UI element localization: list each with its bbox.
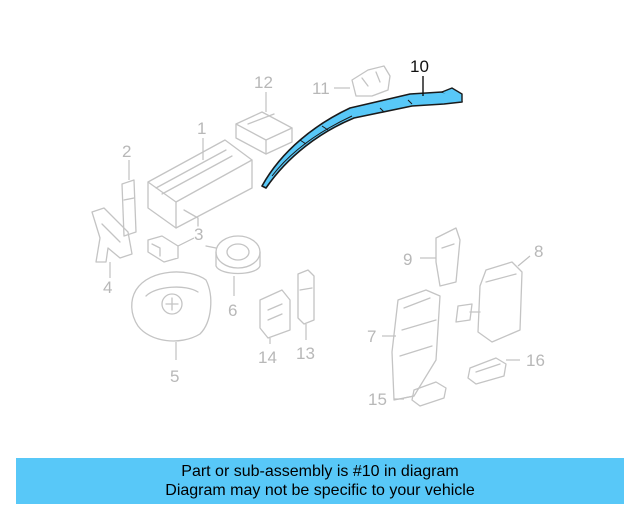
callout-12[interactable]: 12 <box>254 73 273 92</box>
part-14-bracket[interactable] <box>259 289 291 344</box>
callout-8[interactable]: 8 <box>534 242 543 261</box>
callout-1[interactable]: 1 <box>197 119 206 138</box>
callout-10[interactable]: 10 <box>410 57 429 76</box>
callout-16[interactable]: 16 <box>526 351 545 370</box>
callout-6[interactable]: 6 <box>228 301 237 320</box>
callout-3[interactable]: 3 <box>194 225 203 244</box>
callout-13[interactable]: 13 <box>296 344 315 363</box>
callout-11[interactable]: 11 <box>312 79 330 98</box>
part-13-sensor[interactable] <box>297 269 315 340</box>
part-1-airbag-module[interactable] <box>147 138 253 229</box>
callout-15[interactable]: 15 <box>368 390 387 409</box>
part-8-seat-airbag[interactable] <box>455 255 531 343</box>
part-10-curtain-airbag[interactable] <box>261 76 463 189</box>
parts-diagram: 1 2 3 4 5 6 7 8 9 10 11 12 13 14 15 16 <box>91 57 545 409</box>
callout-9[interactable]: 9 <box>403 250 412 269</box>
part-7-side-airbag[interactable] <box>382 289 441 401</box>
banner-line-part: Part or sub-assembly is #10 in diagram <box>181 463 459 480</box>
part-16-sensor[interactable] <box>467 357 520 385</box>
part-6-clock-spring[interactable] <box>205 235 261 296</box>
part-3-sensor[interactable] <box>147 235 195 263</box>
part-15-sensor[interactable] <box>394 381 447 407</box>
callout-14[interactable]: 14 <box>258 348 277 367</box>
part-5-steering-airbag[interactable] <box>131 271 212 360</box>
part-11-clip[interactable] <box>334 65 391 97</box>
callout-2[interactable]: 2 <box>122 142 131 161</box>
part-12-control-module[interactable] <box>235 92 293 155</box>
part-4-bracket[interactable] <box>91 207 133 278</box>
callout-7[interactable]: 7 <box>367 327 376 346</box>
callout-5[interactable]: 5 <box>170 367 179 386</box>
banner-line-disclaimer: Diagram may not be specific to your vehi… <box>165 482 475 499</box>
callout-4[interactable]: 4 <box>103 278 112 297</box>
part-2-bracket[interactable] <box>121 160 137 237</box>
info-banner: Part or sub-assembly is #10 in diagram D… <box>16 458 624 504</box>
part-9-bracket[interactable] <box>420 227 461 287</box>
